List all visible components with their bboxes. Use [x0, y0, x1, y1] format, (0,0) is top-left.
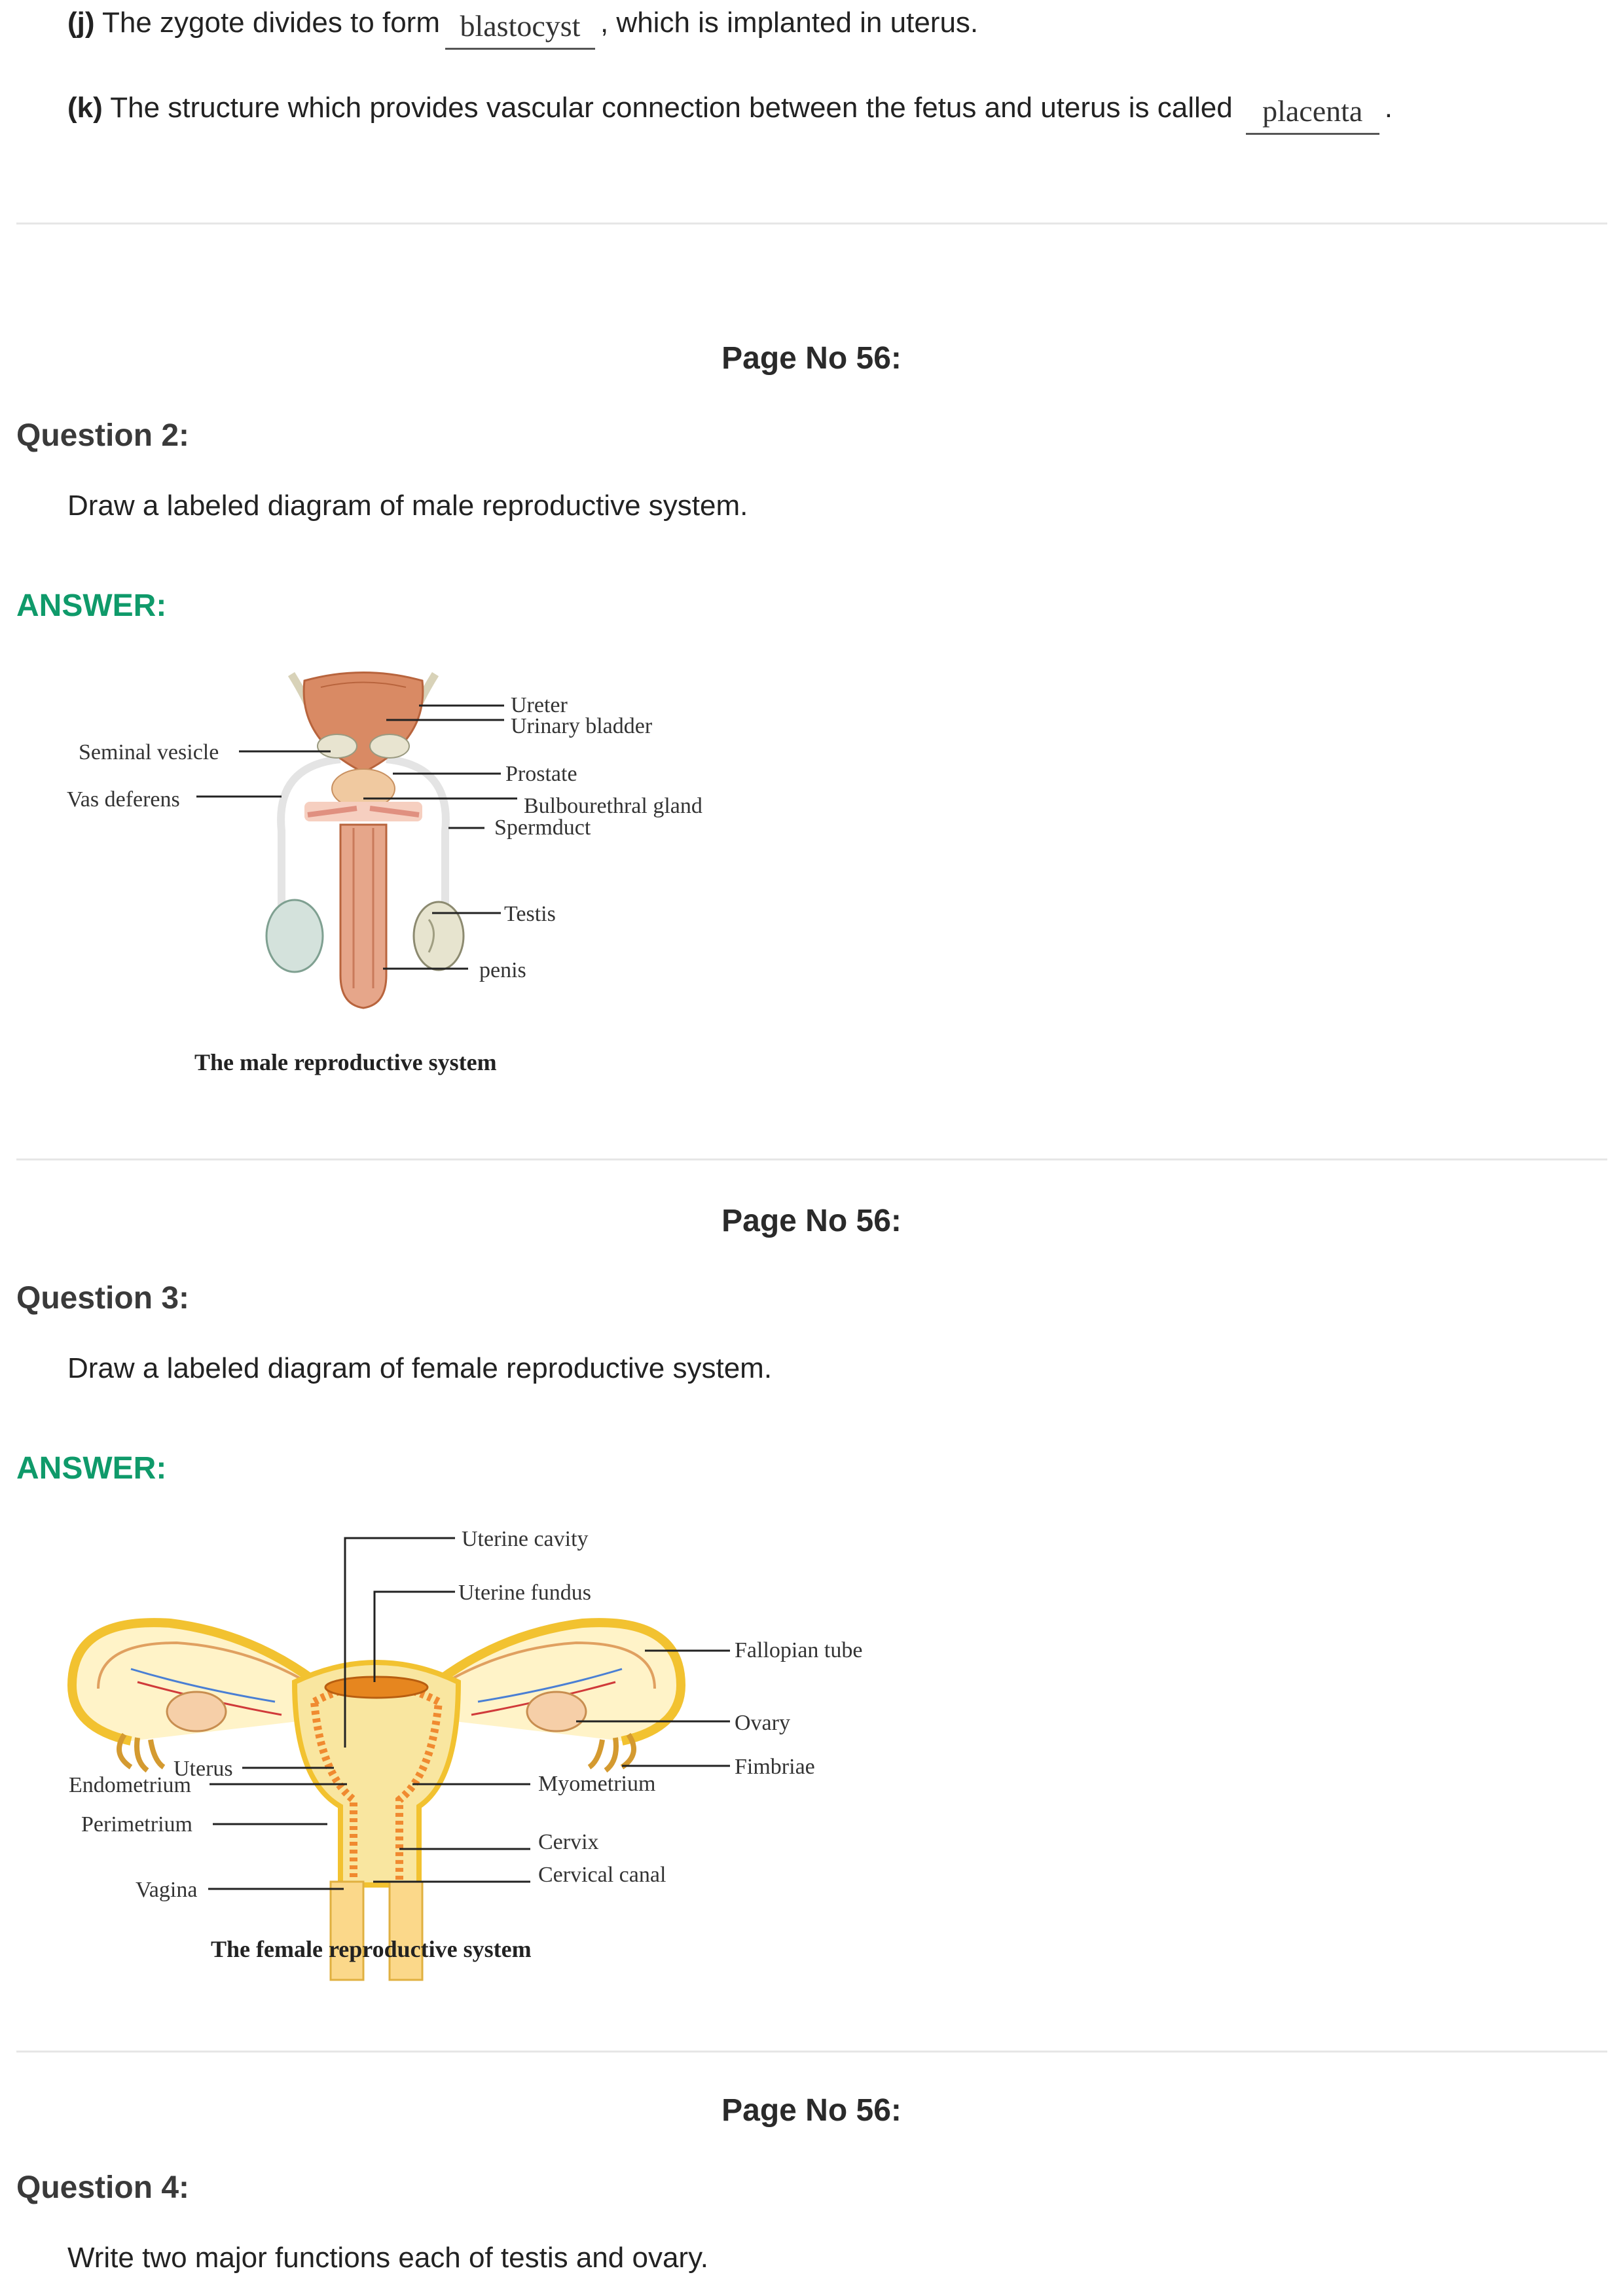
label-endometrium: Endometrium: [69, 1773, 191, 1797]
answer-blank: blastocyst: [445, 11, 595, 50]
label-cervix: Cervix: [538, 1830, 599, 1854]
diagram-caption: The female reproductive system: [211, 1936, 532, 1962]
label-cervical-canal: Cervical canal: [538, 1863, 666, 1887]
label-prostate: Prostate: [505, 762, 577, 786]
section-divider: [16, 1158, 1607, 1160]
label-vagina: Vagina: [136, 1878, 197, 1902]
label-testis: Testis: [504, 902, 556, 926]
label-perimetrium: Perimetrium: [81, 1812, 192, 1837]
question-k: (k) The structure which provides vascula…: [67, 92, 1393, 135]
leader-line: [344, 1537, 455, 1748]
question-text: The structure which provides vascular co…: [110, 92, 1233, 124]
label-uterus: Uterus: [173, 1757, 233, 1781]
label-ureter: Ureter: [511, 693, 568, 717]
label-uterine-cavity: Uterine cavity: [462, 1527, 589, 1551]
label-fallopian-tube: Fallopian tube: [735, 1638, 862, 1662]
item-label: (k): [67, 92, 103, 124]
leader-line: [373, 1590, 455, 1682]
question-text: , which is implanted in uterus.: [600, 7, 979, 39]
section-divider: [16, 223, 1607, 224]
question-title: Question 4:: [16, 2170, 190, 2205]
label-bulbourethral-gland: Bulbourethral gland: [524, 794, 702, 818]
question-title: Question 3:: [16, 1281, 190, 1316]
item-label: (j): [67, 7, 95, 39]
label-uterine-fundus: Uterine fundus: [458, 1581, 591, 1605]
answer-heading: ANSWER:: [16, 1451, 167, 1486]
question-text: Draw a labeled diagram of female reprodu…: [67, 1352, 773, 1384]
label-vas-deferens: Vas deferens: [67, 787, 180, 812]
page-number: Page No 56:: [721, 1204, 902, 1238]
diagram-caption: The male reproductive system: [194, 1049, 497, 1075]
male-organs-illustration: [265, 672, 465, 1009]
question-text: Draw a labeled diagram of male reproduct…: [67, 490, 748, 522]
label-fimbriae: Fimbriae: [735, 1755, 815, 1779]
section-divider: [16, 2051, 1607, 2053]
answer-heading: ANSWER:: [16, 588, 167, 623]
female-reproductive-diagram: Uterine cavity Uterine fundus Fallopian …: [67, 1527, 862, 1981]
label-penis: penis: [479, 958, 526, 982]
label-myometrium: Myometrium: [538, 1772, 655, 1796]
female-organs-illustration: [67, 1618, 686, 1981]
male-reproductive-diagram: Ureter Urinary bladder Seminal vesicle V…: [67, 672, 702, 1075]
question-text: Write two major functions each of testis…: [67, 2242, 709, 2274]
label-urinary-bladder: Urinary bladder: [511, 714, 653, 738]
answer-blank: placenta: [1245, 96, 1379, 135]
label-ovary: Ovary: [735, 1711, 790, 1735]
question-text: .: [1384, 92, 1393, 124]
page-number: Page No 56:: [721, 2093, 902, 2128]
page-number: Page No 56:: [721, 341, 902, 376]
label-spermduct: Spermduct: [494, 816, 591, 840]
question-title: Question 2:: [16, 418, 190, 453]
question-text: The zygote divides to form: [101, 7, 440, 39]
label-seminal-vesicle: Seminal vesicle: [79, 740, 219, 764]
